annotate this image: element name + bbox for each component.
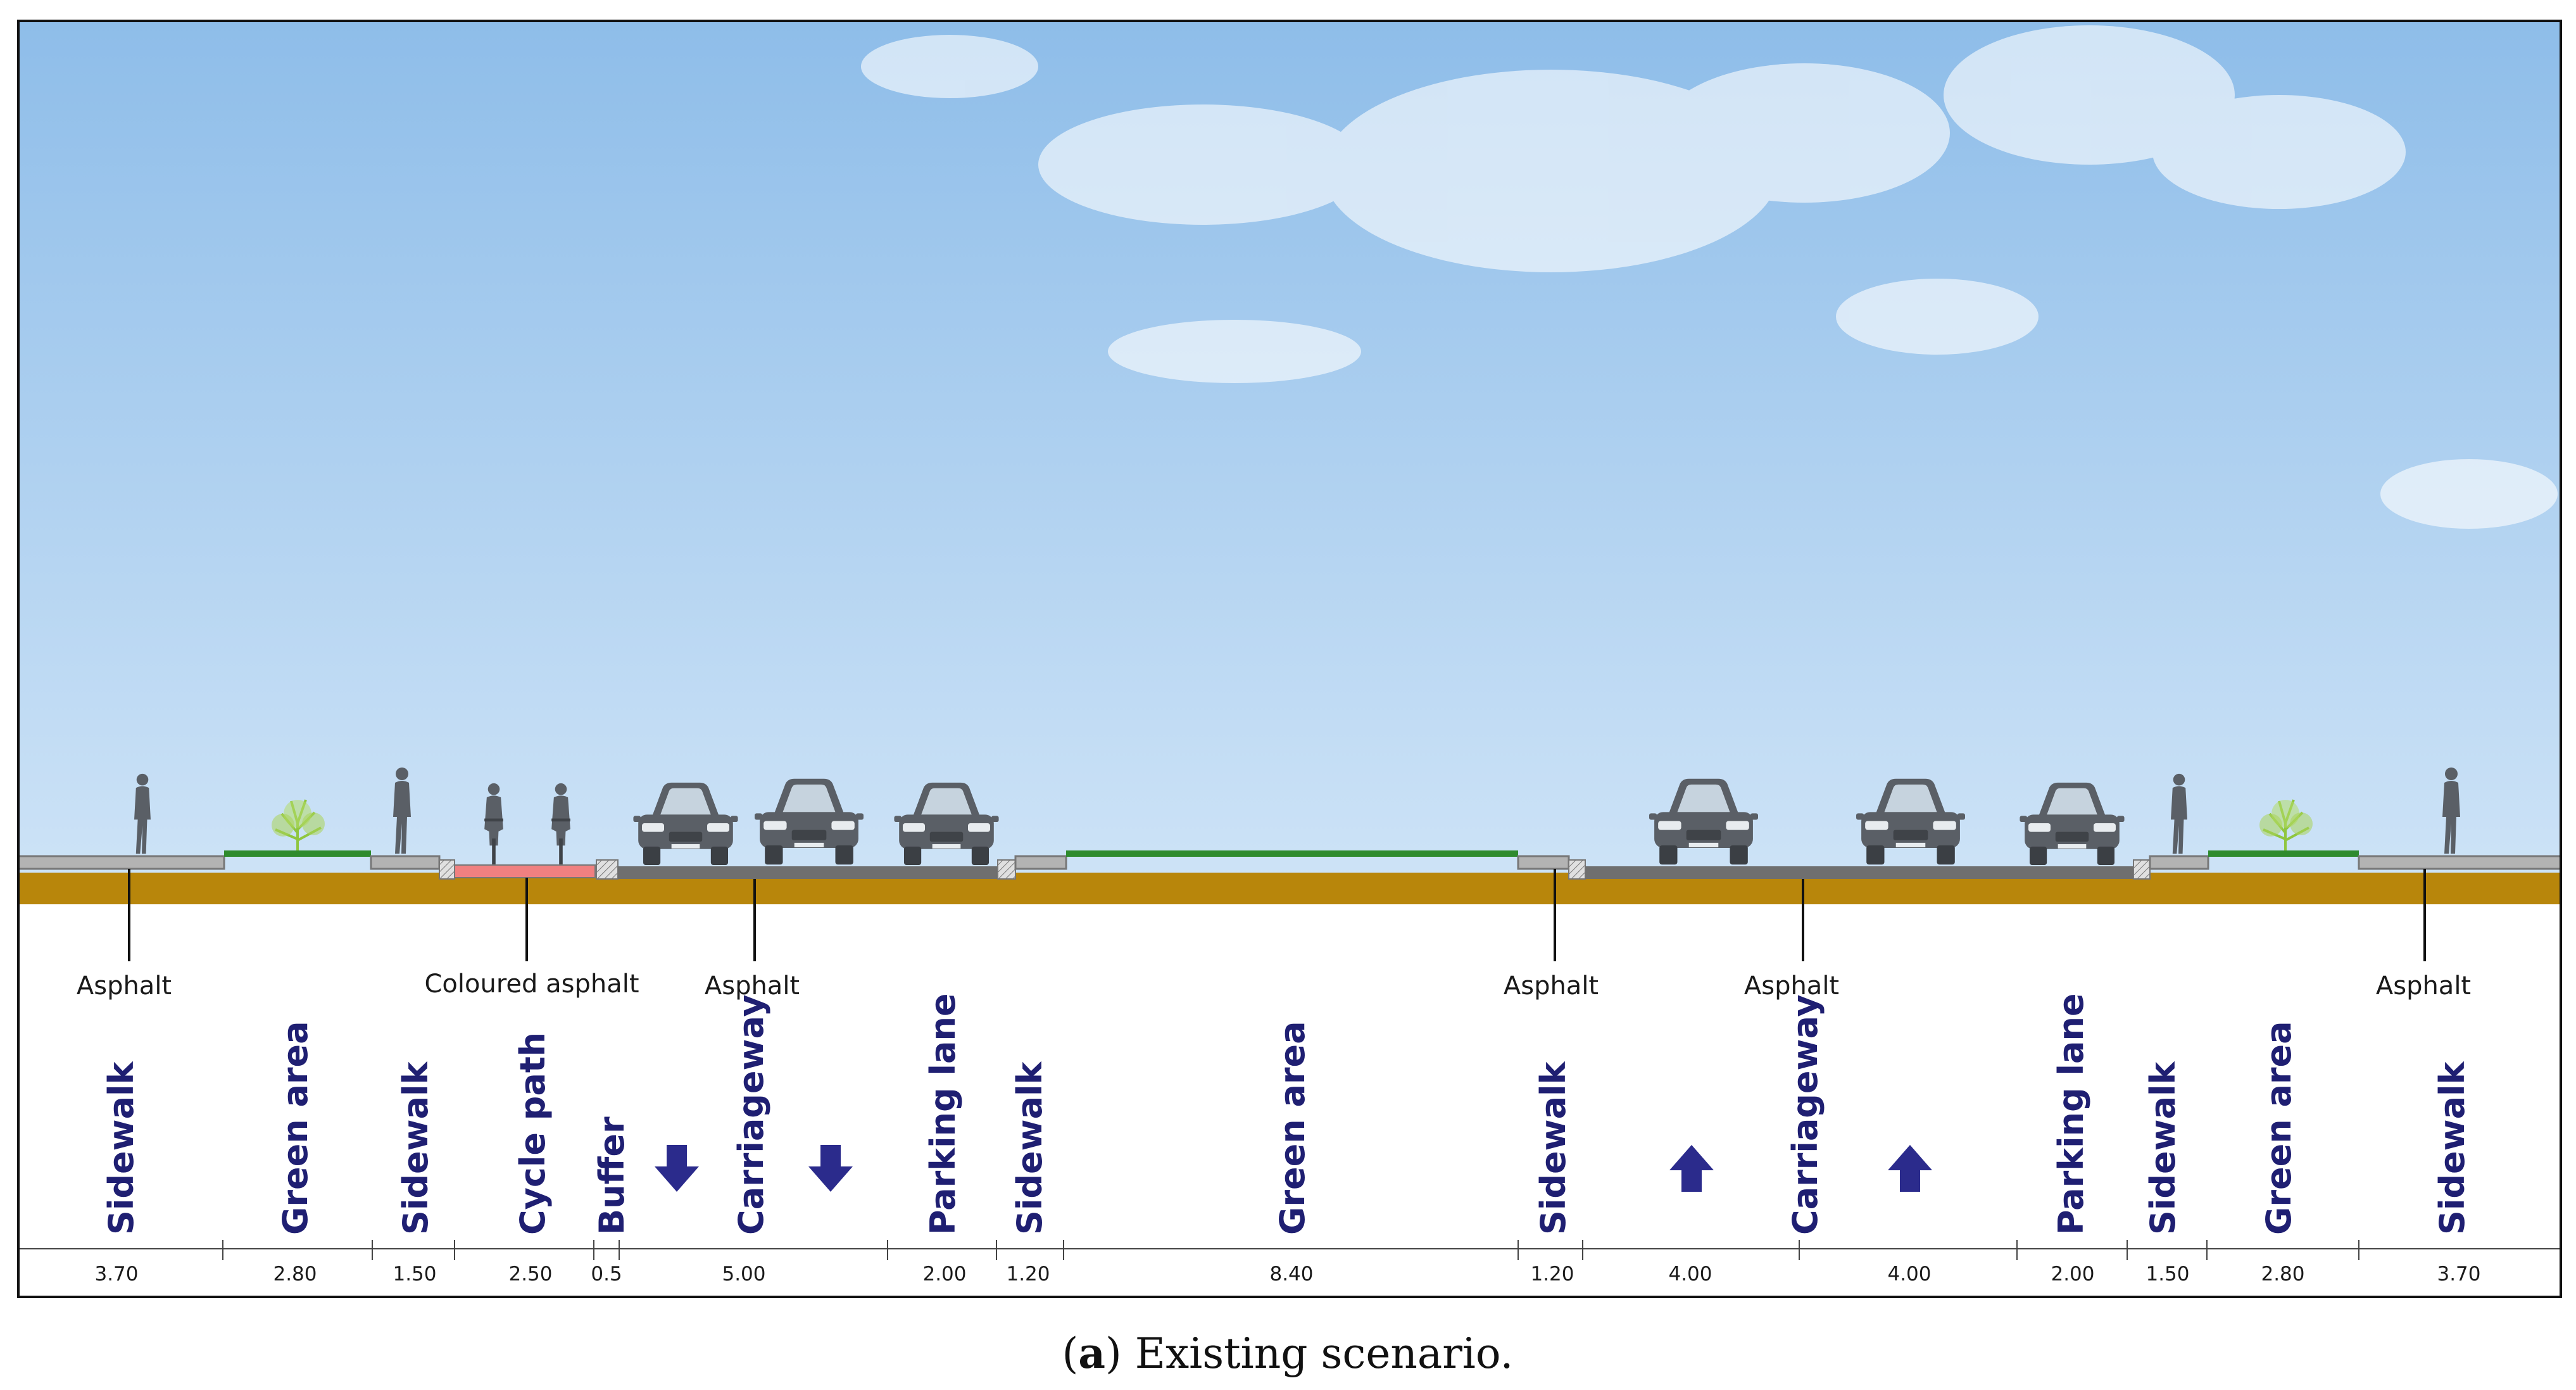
soil-layer <box>18 873 2561 904</box>
zone-label: Sidewalk <box>101 1061 141 1235</box>
zone-label: Sidewalk <box>2143 1061 2183 1235</box>
surface-sidewalk-5 <box>2149 855 2209 870</box>
zone-label: Cycle path <box>513 1032 553 1235</box>
surface-green-2 <box>1066 850 1518 857</box>
surface-carriageway-right <box>1585 866 2142 879</box>
width-value: 1.50 <box>2146 1263 2189 1286</box>
surface-sidewalk-6 <box>2358 855 2562 870</box>
figure-caption: (a) Existing scenario. <box>1062 1329 1514 1378</box>
width-value: 2.80 <box>273 1263 317 1286</box>
surface-curb-4 <box>2133 859 2151 880</box>
direction-arrow-down-icon <box>808 1145 853 1192</box>
width-value: 2.00 <box>2051 1263 2094 1286</box>
width-value: 2.00 <box>922 1263 966 1286</box>
width-value: 1.20 <box>1006 1263 1050 1286</box>
width-value: 2.50 <box>508 1263 552 1286</box>
zone-label: Parking lane <box>923 993 963 1235</box>
caption-text: ) Existing scenario. <box>1105 1329 1513 1378</box>
zone-label: Green area <box>1272 1021 1312 1235</box>
zone-label: Carriageway <box>731 995 771 1235</box>
caption-open-paren: ( <box>1062 1329 1079 1378</box>
zone-label: Buffer <box>592 1116 632 1235</box>
annotation-area <box>18 904 2561 1297</box>
width-value: 4.00 <box>1668 1263 1712 1286</box>
direction-arrow-up-icon <box>1888 1145 1932 1192</box>
width-value: 0.5 <box>591 1263 622 1286</box>
material-label: Asphalt <box>77 971 172 1001</box>
caption-letter: a <box>1078 1329 1105 1378</box>
surface-curb-3 <box>1568 859 1586 880</box>
direction-arrows <box>655 1145 1932 1192</box>
zone-label: Parking lane <box>2051 993 2091 1235</box>
width-value: 3.70 <box>2437 1263 2480 1286</box>
direction-arrow-down-icon <box>655 1145 699 1192</box>
zone-label: Sidewalk <box>2432 1061 2472 1235</box>
surface-sidewalk-4 <box>1517 855 1570 870</box>
material-leaders <box>128 869 2426 961</box>
width-value: 4.00 <box>1887 1263 1931 1286</box>
width-value: 1.20 <box>1530 1263 1574 1286</box>
surface-green-1 <box>224 850 371 857</box>
zone-label: Green area <box>2259 1021 2299 1235</box>
surface-sidewalk-2 <box>370 855 441 870</box>
material-label: Asphalt <box>705 971 800 1001</box>
zone-labels: Sidewalk Green area Sidewalk Cycle path … <box>101 993 2472 1235</box>
street-surfaces <box>17 850 2562 880</box>
surface-curb-2 <box>997 859 1016 880</box>
zone-label: Sidewalk <box>1010 1061 1050 1235</box>
dimension-line <box>18 1240 2561 1260</box>
zone-label: Sidewalk <box>1533 1061 1573 1235</box>
zone-label: Carriageway <box>1785 995 1825 1235</box>
width-value: 1.50 <box>393 1263 436 1286</box>
width-value: 2.80 <box>2261 1263 2304 1286</box>
surface-curb-1 <box>439 859 455 880</box>
dimension-values: 3.70 2.80 1.50 2.50 0.5 5.00 2.00 1.20 8… <box>94 1263 2480 1286</box>
clouds <box>861 25 2558 529</box>
zone-label: Green area <box>275 1021 315 1235</box>
surface-sidewalk-3 <box>1014 855 1067 870</box>
material-label: Asphalt <box>1504 971 1599 1001</box>
surface-cycle-path <box>454 864 596 878</box>
zone-label: Sidewalk <box>396 1061 436 1235</box>
width-value: 8.40 <box>1269 1263 1313 1286</box>
direction-arrow-up-icon <box>1669 1145 1714 1192</box>
surface-carriageway-left <box>618 866 1004 879</box>
material-label: Asphalt <box>1744 971 1839 1001</box>
material-label: Coloured asphalt <box>424 970 639 999</box>
width-value: 3.70 <box>94 1263 138 1286</box>
material-labels: Asphalt Coloured asphalt Asphalt Asphalt… <box>77 970 2471 1001</box>
surface-buffer-curb <box>596 859 619 880</box>
width-value: 5.00 <box>722 1263 765 1286</box>
figure-frame <box>17 20 2562 1298</box>
surface-sidewalk-1 <box>17 855 225 870</box>
surface-green-3 <box>2208 850 2359 857</box>
material-label: Asphalt <box>2376 971 2471 1001</box>
